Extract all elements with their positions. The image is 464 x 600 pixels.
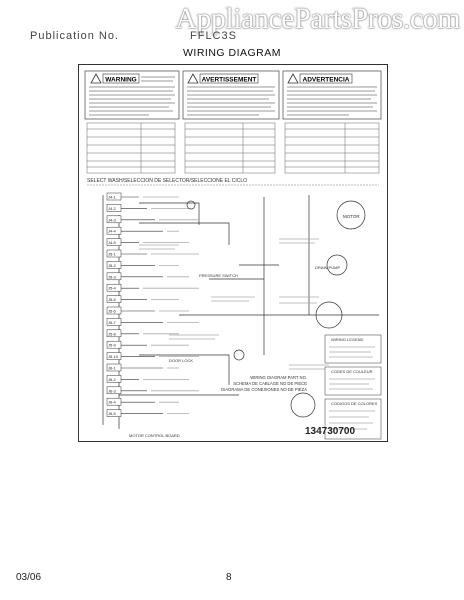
warning-box-es: ADVERTENCIA bbox=[282, 70, 382, 120]
door-lock-label: DOOR LOCK bbox=[169, 358, 193, 363]
connector-box bbox=[106, 306, 122, 315]
pressure-switch-label: PRESSURE SWITCH bbox=[199, 273, 238, 278]
control-board-label: MOTOR CONTROL BOARD bbox=[129, 433, 180, 438]
connector-label: J6-3 bbox=[108, 388, 117, 393]
connector-label: J4-3 bbox=[108, 217, 117, 222]
connector-box bbox=[106, 238, 122, 246]
connector-label: J5-10 bbox=[108, 354, 119, 359]
connector-label: J4-1 bbox=[108, 195, 117, 200]
connector-list: J4-1J4-2J4-3J4-4J4-5J5-1J5-2J5-3J5-4J5-5… bbox=[106, 192, 199, 417]
warning-box-fr: AVERTISSEMENT bbox=[182, 70, 280, 120]
connector-box bbox=[106, 226, 122, 235]
connector-box bbox=[106, 409, 122, 417]
page-title: WIRING DIAGRAM bbox=[183, 47, 281, 59]
warning-label-en: WARNING bbox=[105, 77, 136, 84]
legend-title-3: CODIGOS DE COLORES bbox=[331, 401, 378, 406]
page-number: 8 bbox=[226, 572, 232, 583]
pump-label: DRAIN PUMP bbox=[315, 265, 340, 270]
connector-label: J5-7 bbox=[108, 320, 117, 325]
connector-box bbox=[106, 318, 122, 326]
connector-label: J5-8 bbox=[108, 331, 117, 336]
connector-label: J4-4 bbox=[108, 229, 117, 234]
connector-label: J5-2 bbox=[108, 263, 117, 268]
connector-box bbox=[106, 283, 122, 292]
part-number: 134730700 bbox=[305, 426, 356, 437]
connector-label: J6-5 bbox=[108, 411, 117, 416]
select-caption: SELECT WASH/SELECCION DE SELECTOR/SELECC… bbox=[87, 178, 247, 184]
dispenser-icon bbox=[315, 301, 343, 329]
connector-box bbox=[106, 363, 122, 372]
connector-label: J6-4 bbox=[108, 400, 117, 405]
connector-box bbox=[106, 397, 122, 406]
door-lock-icon bbox=[233, 349, 245, 361]
wiring-bus bbox=[102, 195, 379, 429]
drain-pump-icon bbox=[326, 254, 348, 276]
note-diagrama: DIAGRAMA DE CONEXIONES NO DE PIEZA bbox=[221, 387, 307, 392]
resistance-tables bbox=[86, 122, 380, 174]
connector-label: J6-1 bbox=[108, 366, 117, 371]
motor-control-icon bbox=[290, 392, 316, 418]
connector-label: J6-2 bbox=[108, 377, 117, 382]
connector-label: J5-4 bbox=[108, 286, 117, 291]
publication-label: Publication No. bbox=[30, 30, 119, 42]
connector-label: J4-5 bbox=[108, 240, 117, 245]
connector-label: J5-3 bbox=[108, 274, 117, 279]
wiring-diagram: WARNING AVERTISSEMENT ADVERTENCIA bbox=[84, 70, 382, 440]
connector-box bbox=[106, 249, 122, 258]
watermark: AppliancePartsPros.com bbox=[175, 2, 460, 35]
connector-box bbox=[106, 272, 122, 281]
legend-boxes bbox=[324, 334, 382, 440]
footer-date: 03/06 bbox=[16, 572, 42, 583]
warning-label-fr: AVERTISSEMENT bbox=[202, 77, 257, 84]
motor-icon bbox=[336, 200, 366, 230]
model-label: FFLC3S bbox=[190, 30, 237, 42]
connector-box bbox=[106, 329, 122, 338]
connector-label: J5-6 bbox=[108, 309, 117, 314]
connector-box bbox=[106, 386, 122, 395]
connector-box bbox=[106, 375, 122, 383]
note-wiring-part: WIRING DIAGRAM PART NO. bbox=[250, 375, 307, 380]
wiring-diagram-frame: WARNING AVERTISSEMENT ADVERTENCIA bbox=[78, 64, 388, 442]
connector-label: J5-1 bbox=[108, 252, 117, 257]
warning-label-es: ADVERTENCIA bbox=[303, 77, 350, 84]
motor-label: MOTOR bbox=[343, 214, 360, 219]
connector-box bbox=[106, 295, 122, 303]
legend-title-2: CODES DE COULEUR bbox=[331, 369, 373, 374]
connector-box bbox=[106, 215, 122, 224]
connector-label: J4-2 bbox=[108, 206, 117, 211]
connector-box bbox=[106, 352, 122, 360]
connector-box bbox=[106, 340, 122, 349]
warning-box-en: WARNING bbox=[84, 70, 180, 120]
legend-title-1: WIRING LEGEND bbox=[331, 337, 364, 342]
connector-box bbox=[106, 192, 122, 201]
connector-box bbox=[106, 261, 122, 269]
switch-icon bbox=[186, 200, 196, 210]
connector-label: J5-5 bbox=[108, 297, 117, 302]
connector-box bbox=[106, 204, 122, 212]
connector-label: J5-9 bbox=[108, 343, 117, 348]
note-schema: SCHEMA DE CABLAGE NO DE PIECE bbox=[233, 381, 307, 386]
